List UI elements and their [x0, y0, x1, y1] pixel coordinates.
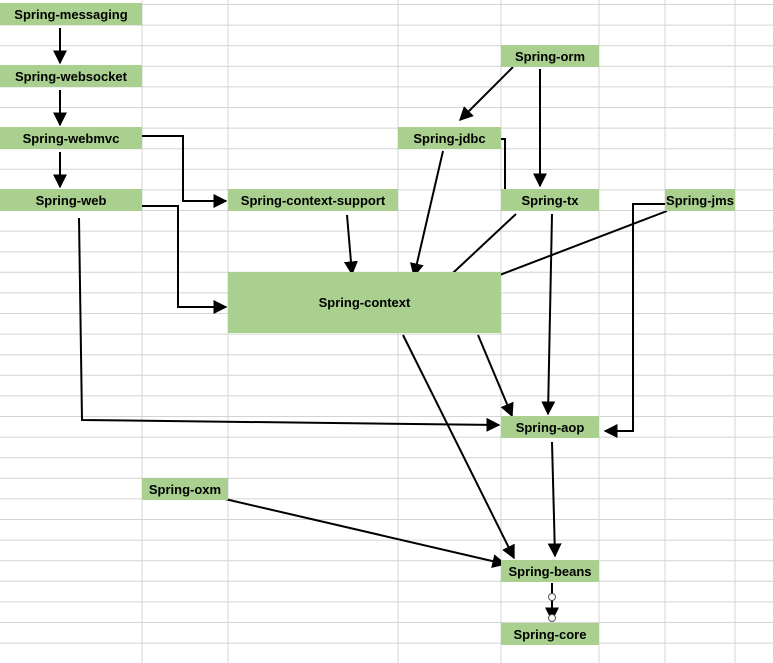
arrow-context-to-aop	[477, 334, 514, 418]
arrow-web-to-context	[112, 205, 228, 314]
arrow-orm-to-jdbc	[459, 66, 514, 121]
node-spring-webmvc: Spring-webmvc	[0, 127, 142, 149]
node-spring-jdbc: Spring-jdbc	[398, 127, 501, 149]
arrow-context-to-beans	[402, 334, 515, 560]
node-spring-core: Spring-core	[501, 623, 599, 645]
node-spring-web: Spring-web	[0, 189, 142, 211]
connector-handle[interactable]	[548, 614, 556, 622]
arrow-jdbc-to-context	[410, 150, 444, 278]
node-spring-websocket: Spring-websocket	[0, 65, 142, 87]
node-spring-beans: Spring-beans	[501, 560, 599, 582]
node-spring-oxm: Spring-oxm	[142, 478, 228, 500]
node-spring-tx: Spring-tx	[501, 189, 599, 211]
arrow-web-to-aop	[78, 217, 501, 432]
arrow-oxm-to-beans	[224, 498, 507, 568]
arrow-aop-to-beans	[547, 441, 562, 558]
arrow-jms-to-aop	[603, 203, 665, 438]
arrow-tx-to-aop	[541, 213, 556, 416]
node-spring-context: Spring-context	[228, 272, 501, 333]
connector-handle[interactable]	[548, 593, 556, 601]
arrow-context_support-to-context	[343, 214, 358, 276]
node-spring-context-support: Spring-context-support	[228, 189, 398, 211]
node-spring-aop: Spring-aop	[501, 416, 599, 438]
arrow-webmvc-to-context_support	[142, 135, 228, 208]
node-spring-jms: Spring-jms	[665, 189, 735, 211]
node-spring-messaging: Spring-messaging	[0, 3, 142, 25]
node-spring-orm: Spring-orm	[501, 45, 599, 67]
